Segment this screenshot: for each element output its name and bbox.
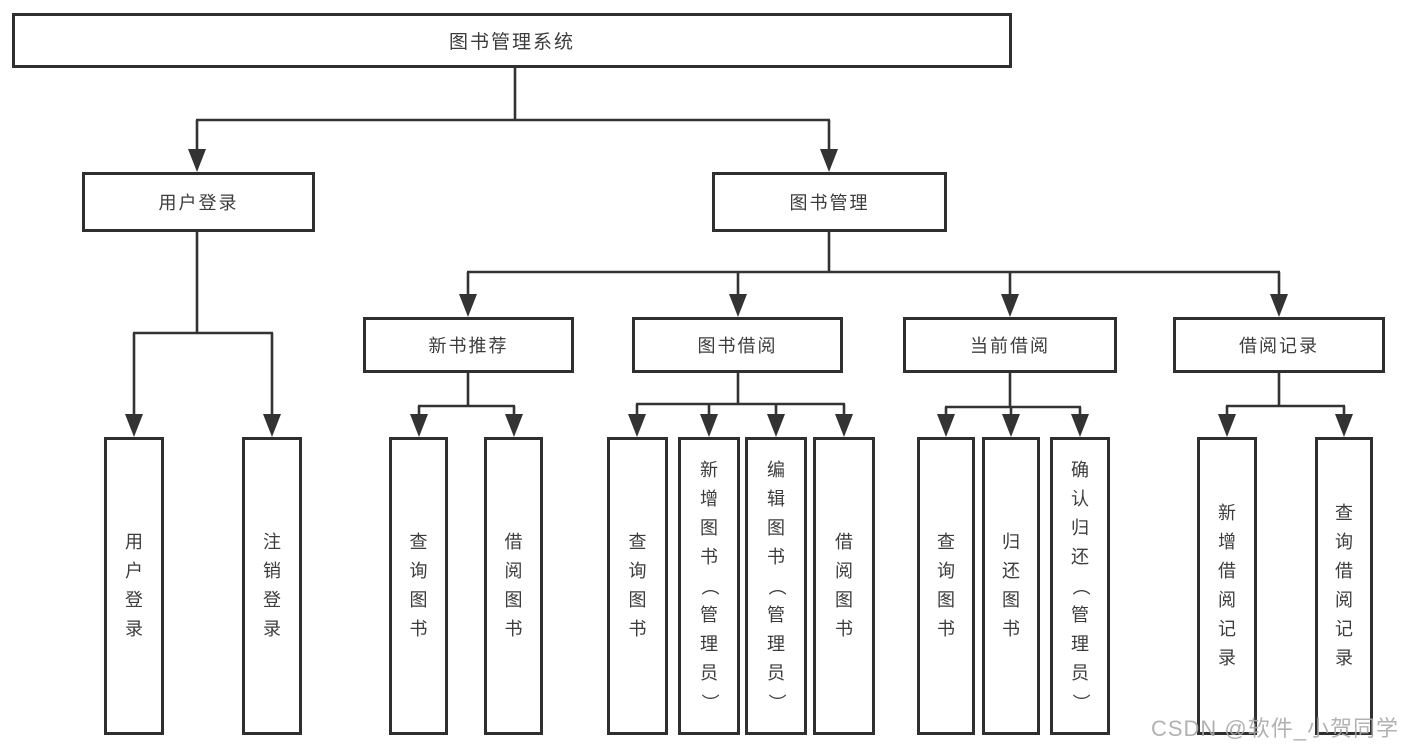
node-label: 查询图书	[937, 532, 955, 639]
csdn-watermark: CSDN @软件_小贺同学	[1150, 716, 1399, 741]
node-user-login-group: 用户登录	[82, 172, 315, 232]
leaf-borrow-books-recommend: 借阅图书	[484, 437, 543, 735]
node-borrowing-records: 借阅记录	[1173, 317, 1385, 373]
node-label: 用户登录	[158, 193, 239, 213]
node-label: 借阅记录	[1239, 336, 1319, 356]
node-label: 新书推荐	[428, 336, 509, 356]
node-label: 借阅图书	[504, 532, 523, 639]
leaf-return-books: 归还图书	[982, 437, 1040, 735]
leaf-borrow-books: 借阅图书	[813, 437, 875, 735]
node-label: 查询图书	[409, 532, 428, 639]
leaf-edit-books-admin: 编辑图书（管理员）	[745, 437, 807, 735]
leaf-add-borrow-record: 新增借阅记录	[1197, 437, 1257, 735]
node-label: 注销登录	[263, 532, 281, 639]
node-label: 图书借阅	[697, 336, 778, 356]
leaf-confirm-return-admin: 确认归还（管理员）	[1050, 437, 1110, 735]
arrowheads	[125, 149, 1353, 437]
node-label: 新增图书（管理员）	[699, 459, 720, 712]
node-label: 确认归还（管理员）	[1070, 459, 1091, 712]
node-new-book-recommendation: 新书推荐	[363, 317, 574, 373]
node-label: 查询借阅记录	[1335, 503, 1353, 668]
leaf-query-books-current: 查询图书	[917, 437, 975, 735]
leaf-query-borrow-record: 查询借阅记录	[1315, 437, 1373, 735]
node-library-management-system: 图书管理系统	[12, 13, 1012, 68]
node-label: 归还图书	[1002, 532, 1020, 639]
node-label: 当前借阅	[970, 336, 1050, 356]
leaf-logout: 注销登录	[242, 437, 302, 735]
leaf-query-books-borrowing: 查询图书	[607, 437, 668, 735]
node-label: 查询图书	[628, 532, 647, 639]
node-label: 用户登录	[125, 532, 143, 639]
leaf-query-books-recommend: 查询图书	[389, 437, 448, 735]
node-label: 编辑图书（管理员）	[766, 459, 787, 712]
node-label: 图书管理系统	[448, 32, 575, 53]
leaf-user-login: 用户登录	[104, 437, 164, 735]
node-label: 借阅图书	[835, 532, 853, 639]
node-label: 图书管理	[789, 193, 870, 213]
node-book-management: 图书管理	[712, 172, 947, 232]
leaf-add-books-admin: 新增图书（管理员）	[678, 437, 740, 735]
node-book-borrowing: 图书借阅	[632, 317, 843, 373]
node-label: 新增借阅记录	[1218, 503, 1236, 668]
node-current-borrowing: 当前借阅	[903, 317, 1117, 373]
